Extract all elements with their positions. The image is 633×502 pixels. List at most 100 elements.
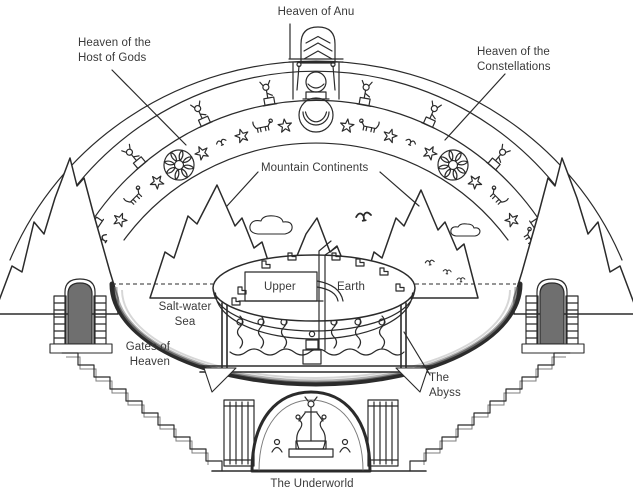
star-icon bbox=[192, 143, 212, 162]
star-icon bbox=[381, 126, 400, 145]
sun-rosette-icon bbox=[431, 143, 475, 187]
gate-frame bbox=[536, 278, 568, 345]
gods-band bbox=[75, 79, 558, 234]
abyss-altar bbox=[302, 349, 322, 365]
label-heaven-of-anu: Heaven of Anu bbox=[261, 5, 371, 20]
staircase-right-shadow bbox=[423, 356, 566, 465]
earth-path-curve bbox=[316, 280, 344, 302]
dog-constellation-icon bbox=[357, 117, 380, 134]
abyss-frame bbox=[195, 302, 433, 393]
label-heaven-of-anu-text: Heaven of Anu bbox=[277, 6, 355, 18]
abyss-channel-pipe bbox=[318, 240, 338, 351]
gate-post bbox=[93, 295, 107, 345]
gate-door bbox=[67, 282, 93, 345]
god-figure-icon bbox=[258, 79, 278, 107]
pointer-host-of-gods bbox=[111, 69, 187, 146]
gate-tower-left bbox=[49, 278, 223, 472]
label-abyss-line2: Abyss bbox=[429, 387, 461, 399]
god-figure-icon bbox=[189, 99, 213, 129]
label-constellations-line2: Constellations bbox=[477, 61, 551, 73]
label-host-of-gods-line1: Heaven of the bbox=[78, 37, 151, 49]
god-figure-icon bbox=[356, 79, 376, 107]
earth-disc-rim bbox=[212, 289, 416, 340]
sun-rosette-icon bbox=[157, 143, 201, 187]
bird-icon bbox=[354, 211, 373, 223]
sea-bowl-shading bbox=[121, 289, 511, 379]
label-earth: Earth bbox=[337, 280, 365, 295]
bird-constellation-icon bbox=[404, 137, 417, 148]
staircase-left bbox=[61, 352, 223, 472]
cloud-icon bbox=[249, 215, 293, 235]
heaven-arcs bbox=[9, 60, 623, 271]
label-mountain-continents: Mountain Continents bbox=[261, 161, 368, 176]
label-upper-text: Upper bbox=[264, 281, 296, 293]
star-icon bbox=[232, 126, 251, 145]
gate-post bbox=[525, 295, 539, 345]
dog-constellation-icon bbox=[252, 117, 275, 134]
label-host-of-gods: Heaven of the Host of Gods bbox=[78, 36, 151, 66]
star-icon bbox=[502, 209, 523, 230]
gate-base bbox=[521, 343, 585, 354]
pointer-constellations bbox=[444, 73, 506, 141]
label-host-of-gods-line2: Host of Gods bbox=[78, 52, 147, 64]
staircase-right bbox=[409, 352, 571, 472]
pointer-mountain-continents bbox=[226, 171, 420, 207]
upper-label-box bbox=[238, 271, 344, 302]
mountain-far-left bbox=[0, 157, 119, 315]
cloud-icon bbox=[450, 223, 481, 237]
gate-door bbox=[539, 282, 565, 345]
underworld-gate-right bbox=[367, 399, 399, 467]
pointer-the-abyss bbox=[403, 331, 431, 376]
salt-water-sea-art bbox=[109, 259, 523, 387]
label-salt-water-line1: Salt-water bbox=[158, 301, 212, 313]
star-icon bbox=[109, 209, 130, 230]
label-gates-of-heaven: Gates of Heaven bbox=[96, 340, 170, 370]
star-icon bbox=[276, 117, 293, 134]
underworld-art bbox=[211, 390, 427, 473]
gate-post bbox=[565, 295, 579, 345]
label-gates-line2: Heaven bbox=[129, 356, 170, 368]
god-figure-icon bbox=[120, 141, 148, 171]
underworld-deity bbox=[271, 396, 351, 458]
label-pointer-lines bbox=[111, 23, 506, 376]
underworld-dome-inner bbox=[258, 399, 364, 472]
underworld-gate-left bbox=[223, 399, 255, 467]
mountain-far-right bbox=[513, 157, 633, 315]
label-abyss-line1: The bbox=[429, 372, 450, 384]
label-earth-text: Earth bbox=[337, 281, 365, 293]
star-icon bbox=[420, 143, 440, 162]
anu-shrine-icon bbox=[300, 26, 336, 64]
star-icon bbox=[339, 117, 356, 134]
arc-third bbox=[74, 99, 558, 251]
star-icon bbox=[465, 171, 486, 192]
label-gates-line1: Gates of bbox=[125, 341, 170, 353]
bird-constellation-icon bbox=[215, 137, 228, 148]
label-salt-water-sea: Salt-water Sea bbox=[150, 300, 220, 330]
arc-inner bbox=[123, 142, 509, 241]
lion-constellation-icon bbox=[486, 184, 509, 208]
label-constellations: Heaven of the Constellations bbox=[477, 45, 551, 75]
sky-details bbox=[249, 211, 481, 237]
abyss-left-fluke bbox=[203, 367, 237, 393]
sea-bowl-shading bbox=[114, 286, 518, 383]
label-upper: Upper bbox=[264, 280, 296, 295]
abyss-right-fluke bbox=[395, 367, 429, 393]
label-the-underworld-text: The Underworld bbox=[270, 478, 354, 490]
gate-tower-right bbox=[409, 278, 585, 472]
abyss-stool bbox=[305, 339, 319, 350]
gate-base bbox=[49, 343, 113, 354]
god-figure-icon bbox=[420, 100, 445, 129]
star-icon bbox=[146, 171, 167, 192]
god-figure-icon bbox=[485, 143, 514, 172]
central-throne-icon bbox=[288, 58, 344, 100]
label-mountain-continents-text: Mountain Continents bbox=[261, 162, 369, 174]
label-the-abyss: The Abyss bbox=[429, 371, 461, 401]
arc-second bbox=[27, 70, 605, 271]
label-salt-water-line2: Sea bbox=[174, 316, 196, 328]
gate-post bbox=[53, 295, 67, 345]
label-the-underworld: The Underworld bbox=[256, 477, 368, 492]
lion-constellation-icon bbox=[123, 184, 146, 208]
sea-bowl-rim bbox=[109, 281, 523, 387]
